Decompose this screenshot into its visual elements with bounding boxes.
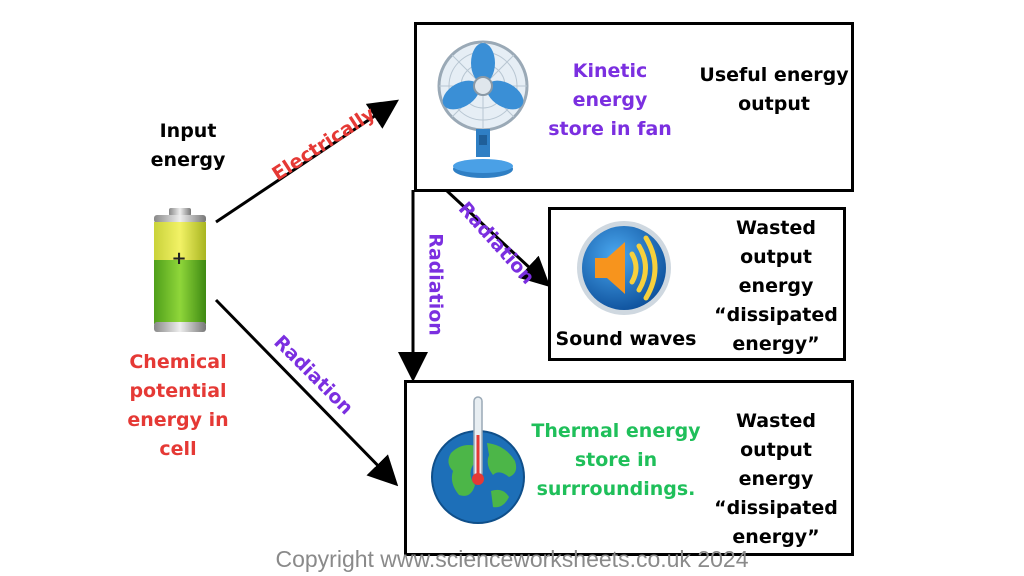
speaker-icon <box>577 221 671 315</box>
thermal-wasted-label: Wasted output energy “dissipated energy” <box>714 410 838 548</box>
sound-box: Sound waves Wasted output energy “dissip… <box>548 207 846 361</box>
battery-icon: + <box>154 208 206 332</box>
arrow-battery-to-fan <box>215 99 399 224</box>
chemical-energy-label: Chemical potential energy in cell <box>127 351 229 460</box>
svg-text:+: + <box>171 248 186 269</box>
useful-output-label: Useful energy output <box>699 64 849 115</box>
sound-wasted-label: Wasted output energy “dissipated energy” <box>714 217 838 355</box>
arrow-battery-to-thermal <box>214 298 399 487</box>
earth-thermometer-icon <box>431 396 525 524</box>
kinetic-store-label: Kinetic energy store in fan <box>548 60 672 140</box>
sound-waves-label: Sound waves <box>555 328 697 350</box>
fan-icon <box>437 40 529 178</box>
input-energy-label: Input energy <box>150 120 226 171</box>
thermal-box: Thermal energy store in surrroundings. W… <box>404 380 854 556</box>
radiation-label-vertical: Radiation <box>424 233 447 336</box>
copyright-text: Copyright www.scienceworksheets.co.uk 20… <box>275 546 749 572</box>
thermal-store-label: Thermal energy store in surrroundings. <box>531 420 701 500</box>
fan-box: Kinetic energy store in fan Useful energ… <box>414 22 854 192</box>
arrow-fan-to-sound <box>444 188 551 288</box>
